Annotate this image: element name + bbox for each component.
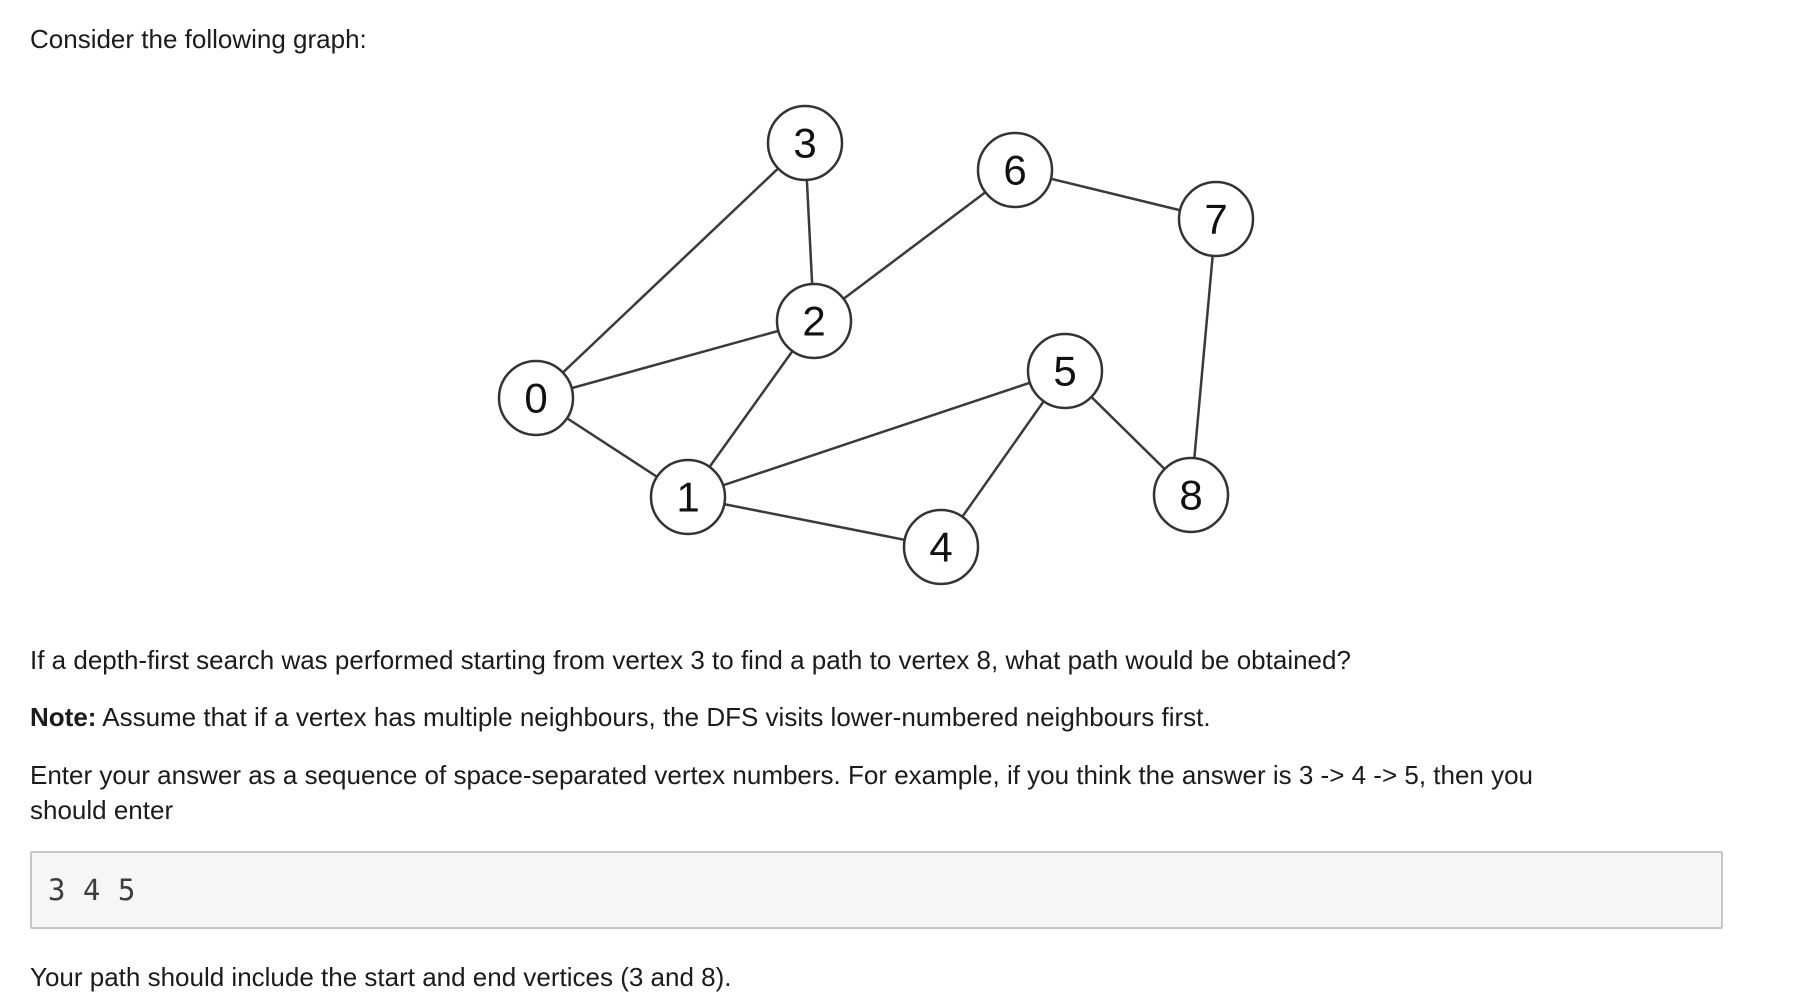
- answer-input[interactable]: [30, 851, 1723, 929]
- graph-node-0: [497, 359, 575, 437]
- note-body: Assume that if a vertex has multiple nei…: [96, 702, 1211, 732]
- graph-node-label-3: 3: [793, 120, 816, 167]
- graph-node-label-2: 2: [802, 298, 825, 345]
- graph-node-label-7: 7: [1204, 196, 1227, 243]
- graph-node-label-4: 4: [929, 524, 952, 571]
- graph-node-label-0: 0: [524, 375, 547, 422]
- graph-edge-7-8: [1189, 218, 1218, 496]
- graph-edge-2-6: [813, 169, 1016, 322]
- graph-node-label-6: 6: [1003, 147, 1026, 194]
- graph-edge-0-3: [535, 142, 806, 399]
- graph-node-5: [1026, 332, 1104, 410]
- intro-text: Consider the following graph:: [30, 24, 367, 54]
- graph-node-4: [902, 508, 980, 586]
- graph-figure: 0 1 2 3 4 5 6 7 8: [497, 104, 1255, 586]
- question-text: If a depth-first search was performed st…: [30, 645, 1351, 675]
- graph-node-6: [976, 131, 1054, 209]
- instructions-text: Enter your answer as a sequence of space…: [30, 758, 1533, 828]
- graph-node-3: [766, 104, 844, 182]
- graph-edge-1-4: [687, 495, 942, 549]
- graph-node-1: [649, 458, 727, 536]
- note-label: Note:: [30, 702, 97, 732]
- graph-node-2: [775, 282, 853, 360]
- graph-node-label-5: 5: [1053, 348, 1076, 395]
- graph-node-label-1: 1: [676, 474, 699, 521]
- graph-edge-0-2: [535, 319, 815, 400]
- note-text: Note: Assume that if a vertex has multip…: [30, 700, 1211, 735]
- footer-text: Your path should include the start and e…: [30, 962, 732, 992]
- graph-edge-1-5: [687, 369, 1066, 499]
- graph-node-7: [1177, 180, 1255, 258]
- graph-node-8: [1152, 456, 1230, 534]
- graph-node-label-8: 8: [1179, 472, 1202, 519]
- instructions-line-1: Enter your answer as a sequence of space…: [30, 760, 1534, 790]
- instructions-line-2: should enter: [30, 795, 174, 825]
